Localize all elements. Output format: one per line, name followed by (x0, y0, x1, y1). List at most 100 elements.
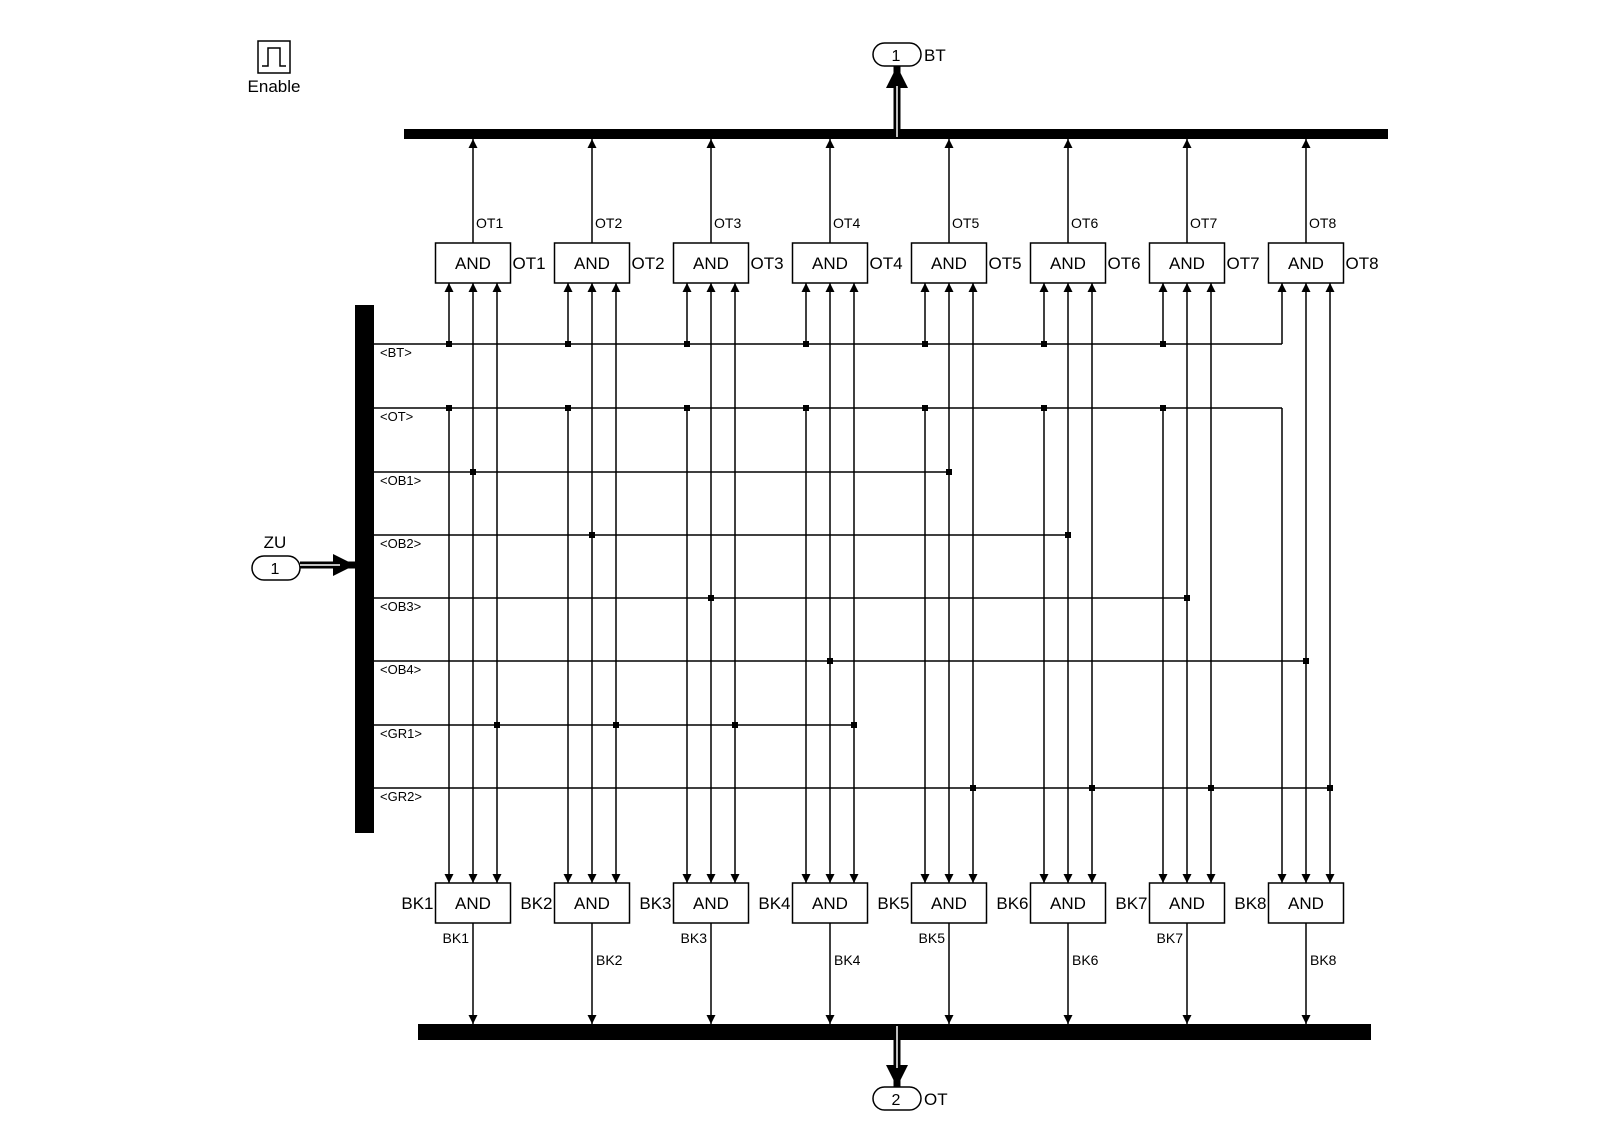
bus-signal-labels: <BT><OT><OB1><OB2><OB3><OB4><GR1><GR2> (380, 345, 422, 804)
top-and-gate-label: AND (1288, 254, 1324, 273)
bottom-and-gate-box (434, 882, 512, 924)
branch-point (803, 405, 809, 411)
bottom-and-gate-name: BK1 (401, 894, 433, 913)
bus-signal-label: <GR2> (380, 789, 422, 804)
inport-number: 1 (271, 561, 280, 578)
top-output-signal-label: OT4 (833, 215, 860, 231)
bus-signal-label: <OB2> (380, 536, 421, 551)
branch-point (684, 405, 690, 411)
enable-block[interactable]: Enable (248, 40, 301, 96)
branch-point (1160, 405, 1166, 411)
bottom-and-gate-label: AND (1050, 894, 1086, 913)
signal-wires (374, 139, 1335, 1024)
outport-top-number: 1 (892, 48, 901, 65)
top-and-gate-box (910, 242, 988, 284)
branch-point (1160, 341, 1166, 347)
top-and-gate-box (1148, 242, 1226, 284)
bottom-and-gate-name: BK2 (520, 894, 552, 913)
bottom-output-signal-label: BK8 (1310, 952, 1337, 968)
branch-point (446, 405, 452, 411)
top-and-gate-name: OT7 (1227, 254, 1260, 273)
bottom-and-gate-name: BK3 (639, 894, 671, 913)
branch-point (1041, 405, 1047, 411)
top-and-gate-label: AND (1050, 254, 1086, 273)
bottom-and-gate-box (1029, 882, 1107, 924)
top-and-gate-name: OT4 (870, 254, 903, 273)
bus-creator-top[interactable] (404, 129, 1388, 139)
branch-point (1041, 341, 1047, 347)
top-and-gate-box (553, 242, 631, 284)
bottom-output-signal-label: BK4 (834, 952, 861, 968)
inport-zu[interactable]: 1 ZU (251, 533, 301, 581)
bottom-and-gate-label: AND (455, 894, 491, 913)
top-output-signal-label: OT1 (476, 215, 503, 231)
bottom-and-gate-label: AND (1288, 894, 1324, 913)
enable-pulse-icon (262, 47, 286, 67)
branch-point (1327, 785, 1333, 791)
bottom-and-gate-label: AND (812, 894, 848, 913)
top-output-signal-label: OT5 (952, 215, 979, 231)
outport-bt[interactable]: 1 BT (872, 42, 946, 67)
top-and-gate-box (791, 242, 869, 284)
top-and-gate-box (1029, 242, 1107, 284)
top-and-gate-label: AND (1169, 254, 1205, 273)
branch-point (922, 341, 928, 347)
branch-point (1184, 595, 1190, 601)
top-and-gate-label: AND (574, 254, 610, 273)
bottom-output-signal-label: BK2 (596, 952, 623, 968)
top-output-signal-label: OT7 (1190, 215, 1217, 231)
branch-point (732, 722, 738, 728)
outport-ot[interactable]: 2 OT (872, 1086, 948, 1111)
bottom-output-signal-label: BK3 (681, 930, 708, 946)
outport-bottom-name: OT (924, 1090, 948, 1109)
branch-point (803, 341, 809, 347)
branch-point (446, 341, 452, 347)
branch-point (470, 469, 476, 475)
branch-point (922, 405, 928, 411)
top-output-signal-label: OT2 (595, 215, 622, 231)
top-and-gate-box (672, 242, 750, 284)
enable-label: Enable (248, 77, 301, 96)
top-and-gate-name: OT3 (751, 254, 784, 273)
bottom-and-gate-box (1148, 882, 1226, 924)
bottom-and-gate-label: AND (931, 894, 967, 913)
branch-point (1303, 658, 1309, 664)
bus-selector[interactable] (355, 305, 374, 833)
top-and-gate-name: OT2 (632, 254, 665, 273)
bus-signal-label: <GR1> (380, 726, 422, 741)
branch-point (494, 722, 500, 728)
bottom-output-signal-label: BK1 (443, 930, 470, 946)
bottom-output-signal-label: BK7 (1157, 930, 1184, 946)
top-and-gate-name: OT5 (989, 254, 1022, 273)
branch-points (446, 341, 1333, 791)
branch-point (1065, 532, 1071, 538)
branch-point (851, 722, 857, 728)
bottom-and-gate-box (553, 882, 631, 924)
bottom-and-gate-name: BK6 (996, 894, 1028, 913)
top-and-gate-name: OT6 (1108, 254, 1141, 273)
bottom-and-gate-name: BK8 (1234, 894, 1266, 913)
branch-point (589, 532, 595, 538)
bus-signal-label: <OB4> (380, 662, 421, 677)
top-and-gate-label: AND (931, 254, 967, 273)
branch-point (684, 341, 690, 347)
bottom-and-gate-label: AND (1169, 894, 1205, 913)
